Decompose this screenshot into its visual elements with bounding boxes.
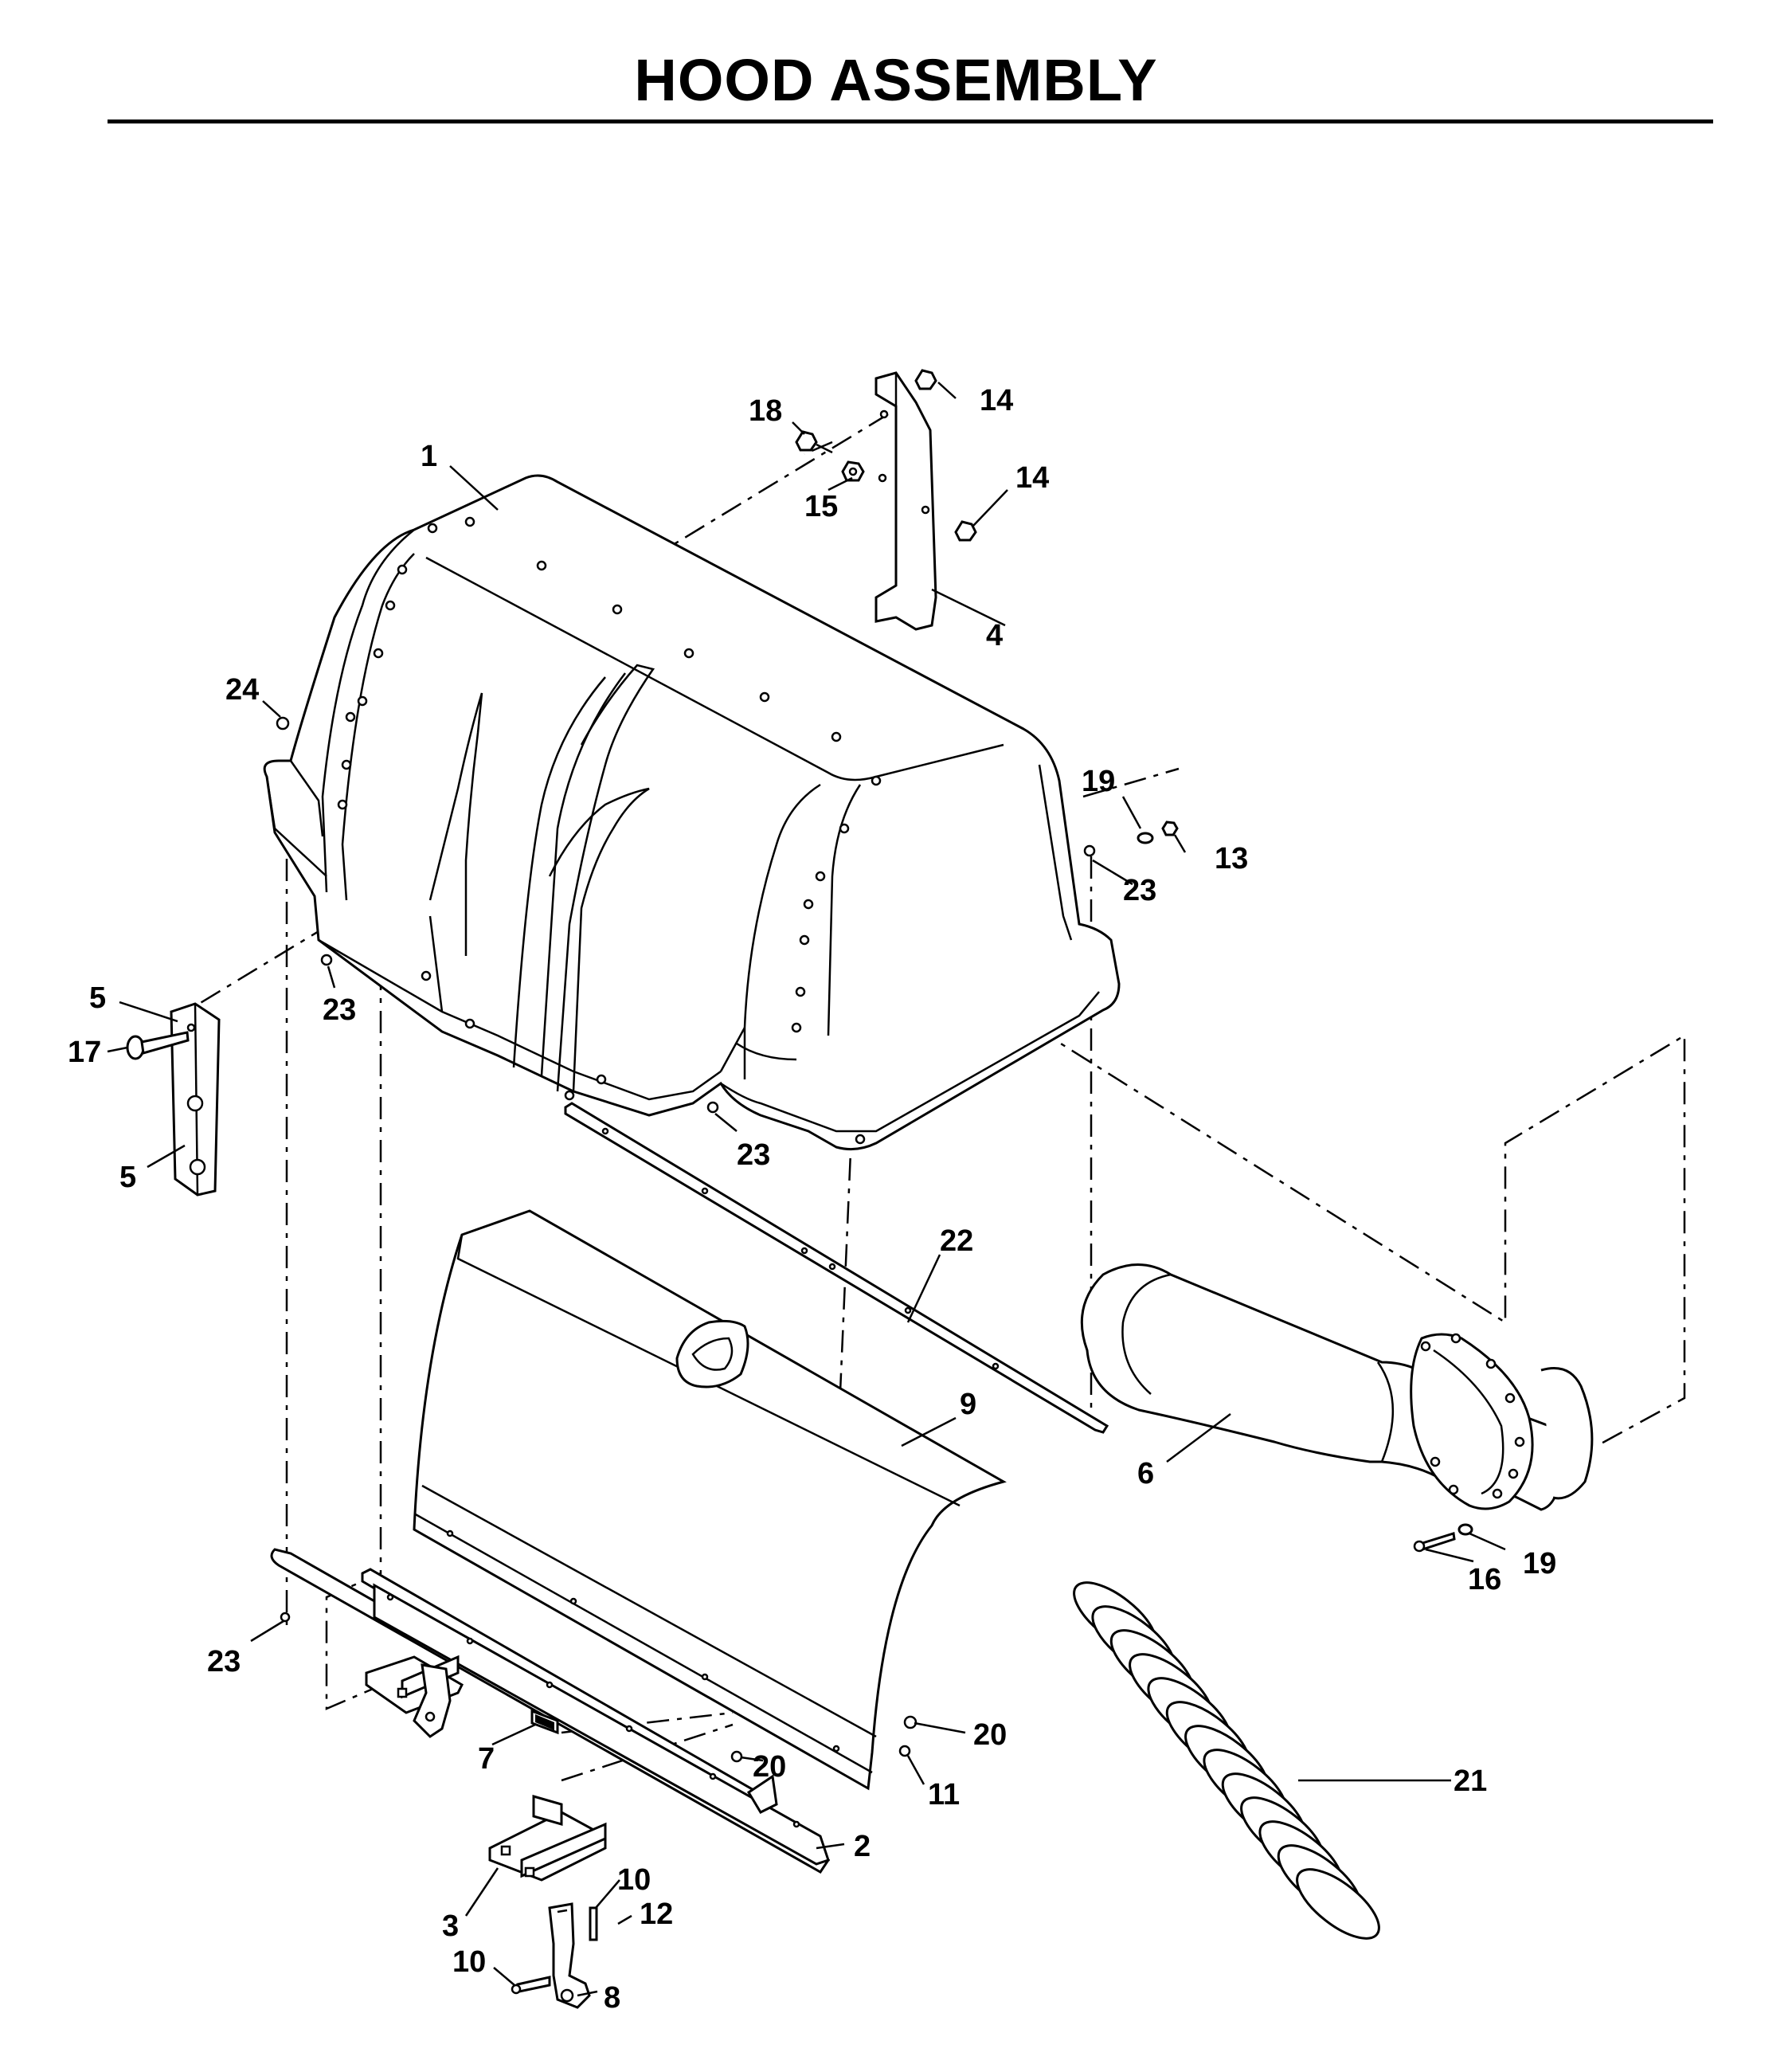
callout-13: 13 (1215, 842, 1248, 875)
elbow-duct (1080, 1263, 1594, 1511)
flexible-hose (1073, 1581, 1380, 1940)
callout-20-right: 20 (973, 1718, 1007, 1752)
callout-labels: 1 2 3 4 5 5 6 7 8 9 10 10 11 12 13 14 14… (68, 384, 1556, 2015)
callout-16: 16 (1468, 1563, 1501, 1596)
callout-4: 4 (986, 619, 1003, 652)
title-rule (108, 119, 1713, 123)
hose-rib (1296, 1868, 1380, 1940)
side-plate (126, 1002, 221, 1197)
bracket (874, 371, 937, 631)
hood-door (413, 1209, 1007, 1791)
callout-18: 18 (749, 394, 782, 428)
callout-24: 24 (225, 673, 259, 707)
hood-mounting-holes (337, 516, 882, 1145)
callout-17: 17 (68, 1036, 101, 1069)
callout-12: 12 (640, 1898, 673, 1931)
callout-1: 1 (421, 440, 437, 473)
callout-23-bottom: 23 (207, 1645, 241, 1678)
callout-14-lower: 14 (1015, 461, 1049, 495)
callout-10-lower: 10 (452, 1945, 486, 1979)
callout-3: 3 (442, 1909, 459, 1943)
callout-7: 7 (478, 1742, 495, 1776)
callout-14-upper: 14 (980, 384, 1013, 417)
callout-15: 15 (804, 490, 838, 523)
bottom-rail (270, 1548, 831, 1874)
callout-21: 21 (1454, 1764, 1487, 1798)
callout-2: 2 (854, 1830, 871, 1863)
small-fasteners (276, 716, 1473, 1831)
callout-19-upper: 19 (1082, 765, 1115, 798)
callout-23-center: 23 (737, 1138, 770, 1172)
callout-20-left: 20 (753, 1750, 786, 1784)
leader-lines (107, 382, 1506, 1997)
callout-11: 11 (928, 1778, 960, 1811)
callout-19-lower: 19 (1523, 1547, 1556, 1580)
callout-8: 8 (604, 1981, 620, 2015)
callout-5-lower: 5 (119, 1161, 136, 1194)
hood (263, 474, 1121, 1151)
callout-6: 6 (1137, 1457, 1154, 1490)
rubber-strip (564, 1102, 1109, 1434)
callout-23-left: 23 (323, 993, 356, 1027)
callout-10-upper: 10 (617, 1863, 651, 1897)
page-title: HOOD ASSEMBLY (634, 47, 1158, 113)
callout-22: 22 (940, 1224, 973, 1258)
latch-bracket (488, 1795, 607, 1882)
latch-hook (511, 1902, 598, 2009)
callout-5-upper: 5 (89, 981, 106, 1015)
callout-23-right: 23 (1123, 874, 1156, 907)
latch-upper (365, 1655, 464, 1738)
bracket-fasteners (795, 369, 977, 542)
callout-9: 9 (960, 1388, 976, 1421)
